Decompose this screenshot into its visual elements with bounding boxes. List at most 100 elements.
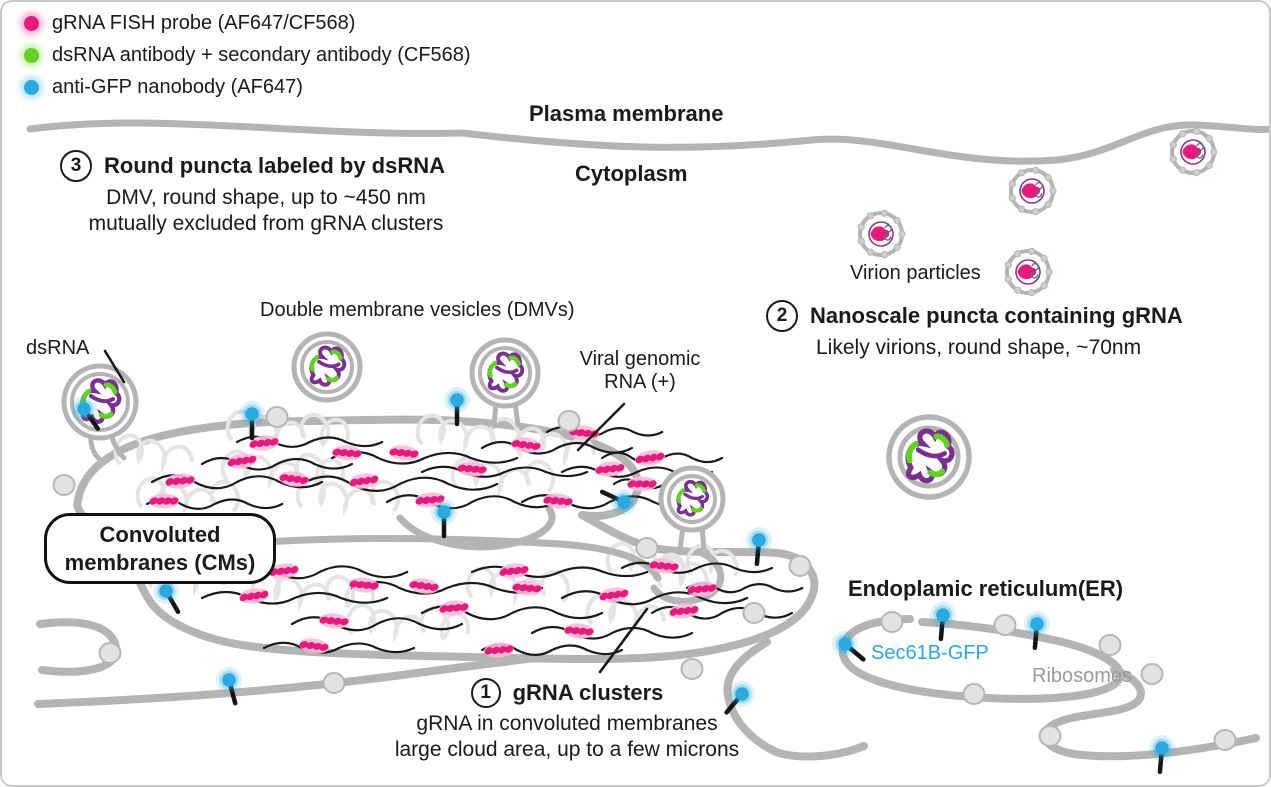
anti-gfp-nanobody-dot	[444, 387, 470, 427]
grna-strand	[420, 465, 589, 478]
anti-gfp-nanobody-dot	[599, 489, 637, 515]
grna-fish-probe-cluster	[149, 493, 179, 509]
anti-gfp-nanobody-dot	[724, 681, 755, 715]
ribosome	[962, 683, 986, 705]
anti-gfp-nanobody-dot	[239, 401, 265, 441]
dmv-label: Double membrane vesicles (DMVs)	[260, 299, 575, 321]
grna-fish-probe-cluster	[165, 473, 195, 489]
annotation-1-number: 1	[470, 678, 501, 708]
grna-fish-probe-cluster	[239, 588, 269, 604]
annotation-1-line1: gRNA in convoluted membranes	[416, 712, 718, 735]
grna-fish-probe-cluster	[635, 450, 665, 466]
grna-fish-probe-cluster	[439, 600, 469, 616]
grna-fish-probe-cluster	[319, 613, 349, 629]
annotation-1-title: gRNA clusters	[512, 680, 664, 705]
ribosome	[680, 658, 704, 680]
grna-fish-probe-cluster	[484, 642, 514, 658]
ribosome	[557, 410, 581, 432]
annotation-3-line2: mutually excluded from gRNA clusters	[88, 212, 444, 235]
membrane-texture-squiggle	[685, 543, 739, 577]
grna-probe-clusters	[149, 425, 717, 658]
ribosome	[1140, 663, 1164, 685]
membrane-texture-squiggle	[113, 433, 194, 467]
grna-fish-probe-cluster	[543, 493, 573, 509]
legend: gRNA FISH probe (AF647/CF568) dsRNA anti…	[24, 12, 471, 99]
anti-gfp-nanobody-dot	[153, 578, 181, 615]
membrane-texture-squiggle	[515, 426, 596, 460]
dmv-vesicle	[469, 337, 541, 409]
ribosome	[1098, 634, 1122, 656]
annotation-3-number: 3	[60, 150, 92, 182]
legend-item: gRNA FISH probe (AF647/CF568)	[24, 12, 471, 35]
annotation-3-line1: DMV, round shape, up to ~450 nm	[106, 186, 426, 209]
grna-fish-probe-cluster	[564, 623, 594, 639]
viral-genomic-rna-label: Viral genomic RNA (+)	[562, 348, 718, 394]
grna-fish-probe-cluster	[415, 492, 445, 508]
cm-box-line2: membranes (CMs)	[64, 549, 256, 575]
annotation-2-line1: Likely virions, round shape, ~70nm	[816, 336, 1142, 359]
grna-strand	[330, 450, 519, 465]
anti-gfp-nanobody-dot	[431, 499, 457, 539]
convoluted-membranes-box: Convoluted membranes (CMs)	[44, 513, 276, 584]
grna-fish-probe-cluster	[332, 445, 362, 461]
grna-strand	[300, 475, 499, 492]
virion-particle	[1007, 165, 1059, 217]
anti-gfp-nanobody-dot	[746, 527, 772, 567]
grna-strand	[350, 580, 544, 595]
leader-line-viral-rna	[576, 402, 626, 452]
ribosome	[1038, 725, 1062, 747]
grna-strand	[560, 590, 749, 606]
virion-particles-label: Virion particles	[850, 262, 981, 284]
dmv-vesicle	[291, 331, 363, 403]
anti-gfp-nanobody-dot	[1149, 735, 1175, 775]
membrane-texture-squiggle	[345, 603, 470, 642]
anti-gfp-nanobody-dot	[1024, 611, 1050, 651]
virion-particle	[856, 208, 908, 260]
annotation-2-title: Nanoscale puncta containing gRNA	[810, 303, 1183, 328]
er-tubule	[838, 615, 1125, 703]
ribosome	[322, 672, 346, 694]
grna-fish-probe-dot-icon	[24, 16, 39, 31]
dmv-vesicle	[61, 363, 139, 441]
grna-fish-probe-cluster	[511, 437, 541, 453]
annotation-2-number: 2	[766, 300, 798, 332]
grna-strand	[262, 641, 416, 654]
er-label: Endoplamic reticulum(ER)	[848, 576, 1124, 601]
grna-fish-probe-cluster	[512, 580, 542, 596]
ribosomes-label: Ribosomes	[1032, 665, 1133, 687]
ribosome	[98, 642, 122, 664]
plasma-membrane-label: Plasma membrane	[529, 101, 724, 126]
viral-genomic-rna-line2: RNA (+)	[604, 371, 676, 393]
cm-tail-tubule	[723, 638, 868, 761]
grna-fish-probe-cluster	[227, 453, 257, 469]
membrane-texture-squiggle	[465, 566, 571, 603]
membrane-texture-squiggle	[295, 476, 401, 513]
viral-genomic-rna-line1: Viral genomic	[579, 348, 701, 370]
leader-lines	[103, 349, 649, 674]
anti-gfp-nanobody-dot	[71, 396, 101, 431]
grna-fish-probe-cluster	[595, 461, 625, 477]
grna-fish-probe-cluster	[649, 558, 679, 574]
dsrna-antibody-dot-icon	[24, 48, 39, 63]
grna-fish-probe-cluster	[349, 473, 379, 489]
grna-fish-probe-cluster	[457, 461, 487, 477]
grna-fish-probe-cluster	[627, 476, 657, 492]
legend-label: anti-GFP nanobody (AF647)	[52, 76, 303, 98]
cm-box-line1: Convoluted	[99, 522, 221, 547]
anti-gfp-nanobody-dot	[832, 631, 866, 662]
grna-strand	[530, 625, 694, 640]
grna-fish-probe-cluster	[349, 577, 379, 593]
nanobody-dots	[71, 387, 1175, 775]
annotation-3: 3 Round puncta labeled by dsRNA DMV, rou…	[60, 150, 472, 236]
ribosome	[742, 602, 766, 624]
grna-strand	[480, 440, 634, 455]
dsrna-label: dsRNA	[26, 337, 90, 359]
ribosome	[788, 555, 812, 577]
annotation-1: 1 gRNA clusters gRNA in convoluted membr…	[332, 678, 802, 762]
grna-fish-probe-cluster	[279, 471, 309, 487]
virion-particle	[1003, 246, 1055, 298]
ribosome	[880, 611, 904, 633]
legend-item: anti-GFP nanobody (AF647)	[24, 76, 471, 99]
virion-particle	[1168, 126, 1220, 178]
